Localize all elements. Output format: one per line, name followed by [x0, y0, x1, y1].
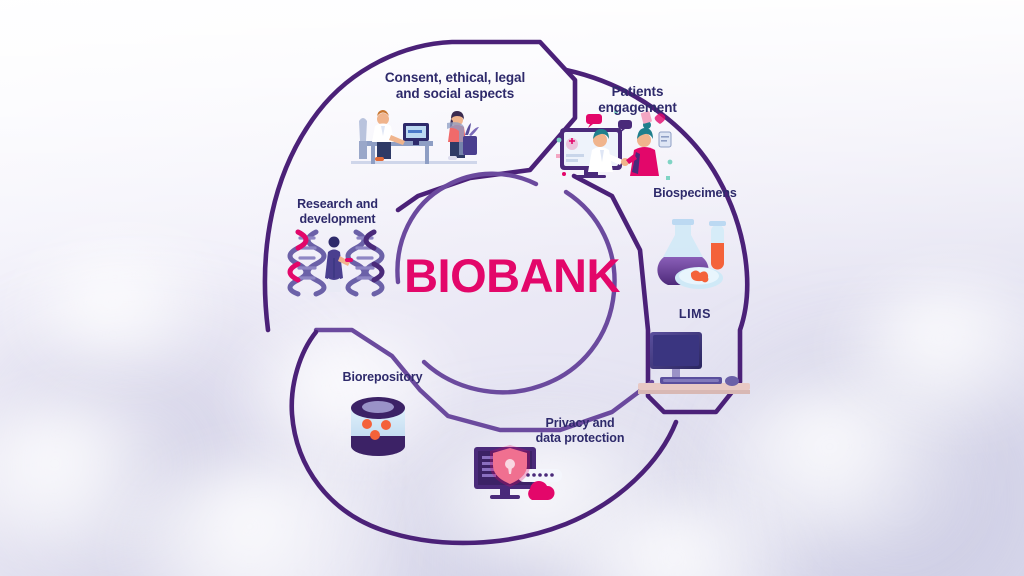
node-label-lims: LIMS: [678, 307, 712, 321]
node-label-biorepository: Biorepository: [342, 370, 423, 384]
ring-segment-bottom-outer: [289, 329, 679, 546]
cryovial-storage-icon: [351, 397, 405, 456]
telemedicine-engagement-icon: [556, 110, 673, 180]
node-label-biospecimens: Biospecimens: [653, 186, 737, 200]
inner-arc-lower: [421, 189, 617, 395]
dna-helix-scientist-icon: [287, 229, 385, 297]
node-label-patients-engagement: Patients engagement: [598, 84, 677, 116]
center-title-biobank: BIOBANK: [404, 249, 620, 302]
desktop-computer-icon: [638, 332, 750, 394]
shield-lock-monitor-icon: [474, 445, 562, 500]
ring-segment-bottom-inner: [313, 327, 655, 433]
ring-segment-upper-left: [262, 39, 578, 333]
doctor-patient-consultation-icon: [351, 110, 479, 164]
node-label-privacy: Privacy and data protection: [535, 416, 625, 446]
flask-testtube-petridish-icon: [657, 219, 726, 289]
node-label-research: Research and development: [297, 197, 378, 227]
inner-arc-upper: [395, 171, 539, 285]
node-label-consent: Consent, ethical, legal and social aspec…: [384, 70, 526, 102]
